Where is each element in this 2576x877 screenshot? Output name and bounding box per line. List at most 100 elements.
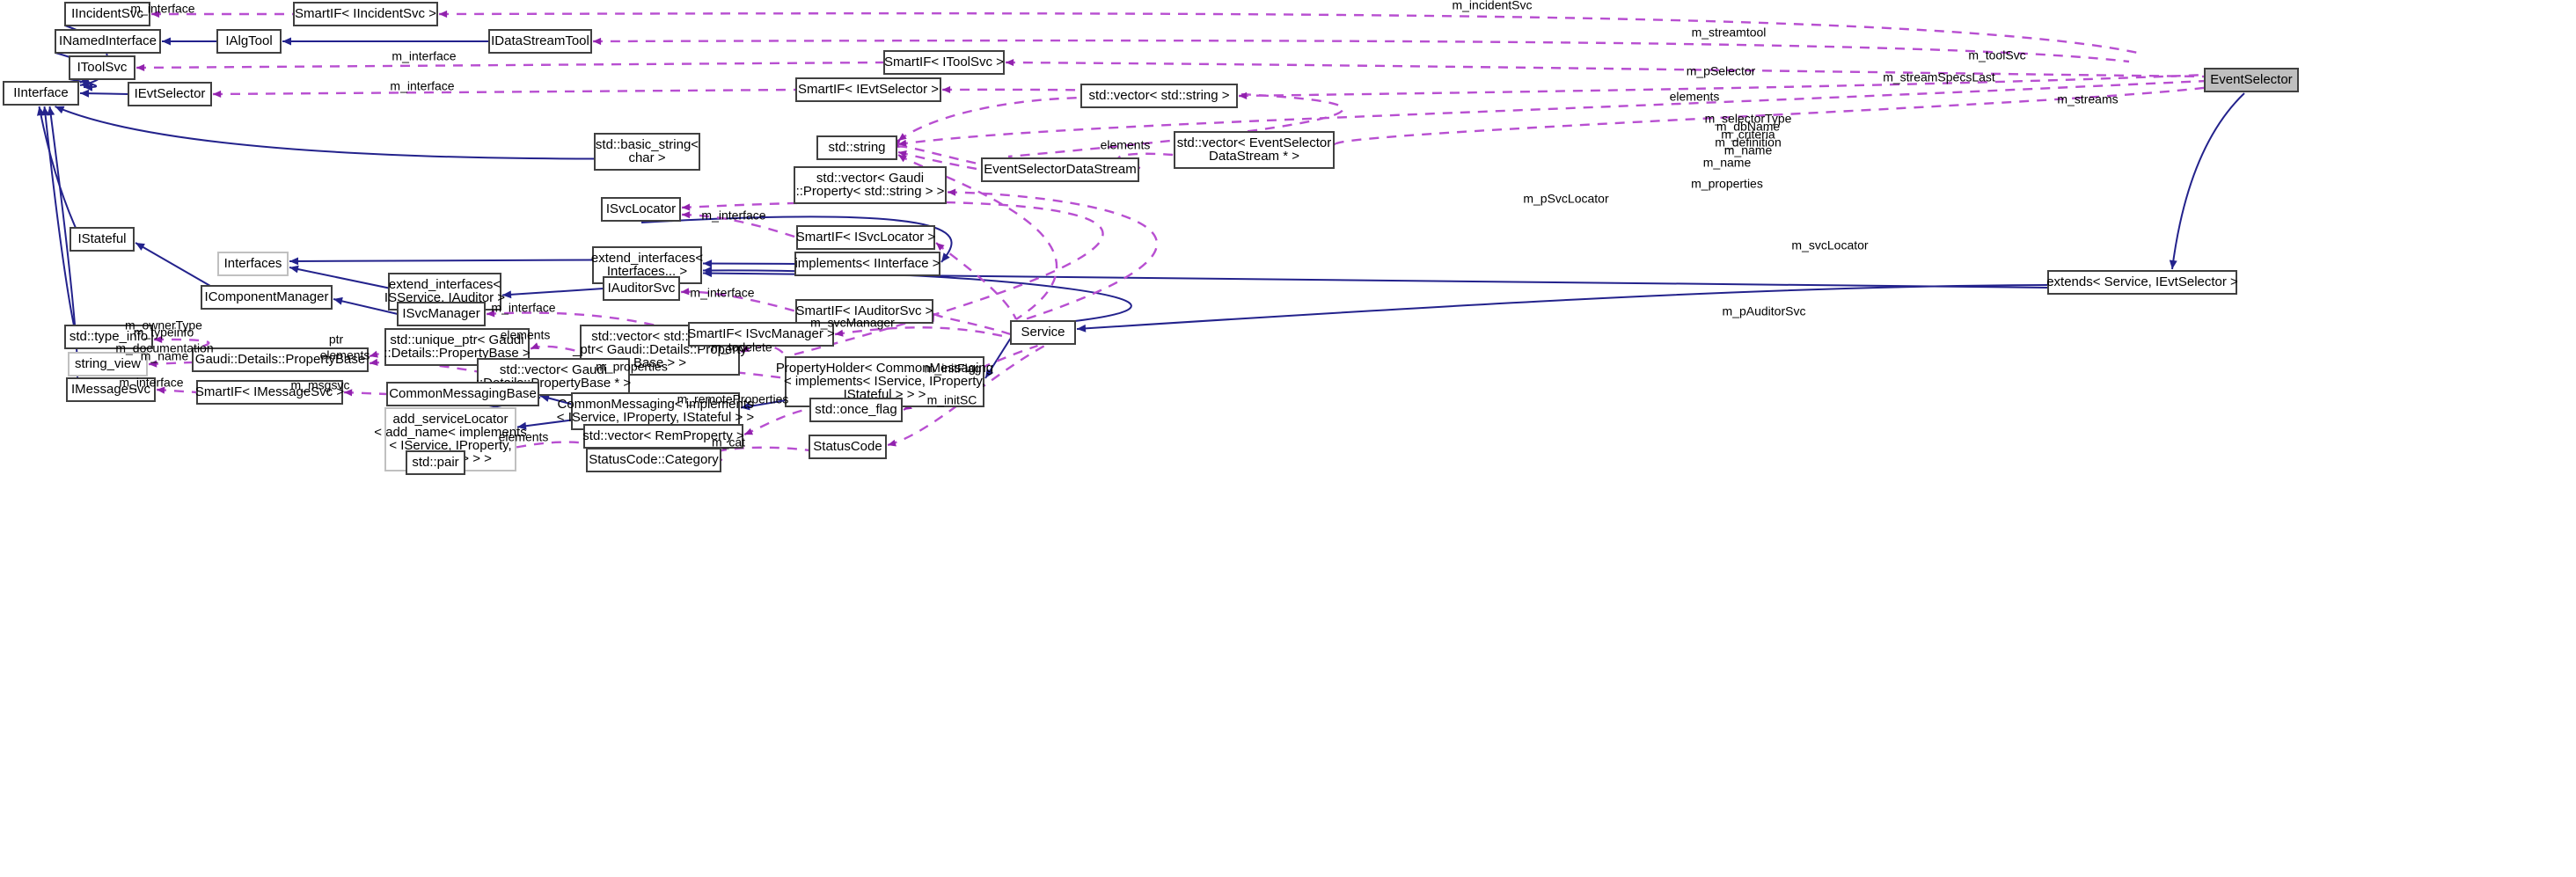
class-node[interactable]: SmartIF< IToolSvc > [883, 50, 1005, 75]
class-node[interactable]: std::pair [406, 450, 465, 475]
node-rect [1080, 84, 1238, 108]
class-node[interactable]: INamedInterface [55, 29, 161, 54]
class-node[interactable]: std::vector< RemProperty > [582, 424, 744, 449]
node-label: extend_interfaces<ISService, IAuditor > [384, 277, 505, 305]
node-rect [196, 380, 343, 405]
class-node[interactable]: IEvtSelector [128, 82, 212, 106]
node-label: IIncidentSvc [71, 6, 143, 21]
class-node[interactable]: IInterface [3, 81, 79, 106]
class-node[interactable]: SmartIF< IMessageSvc > [195, 380, 344, 405]
node-rect [809, 398, 903, 422]
node-rect [603, 276, 680, 301]
class-node[interactable]: IMessageSvc [66, 377, 156, 402]
arrowhead [149, 360, 157, 368]
edge [896, 145, 983, 166]
arrowhead [154, 335, 163, 343]
edge [592, 39, 2130, 63]
node-label: std::vector< RemProperty > [582, 428, 744, 443]
arrowhead [282, 37, 291, 46]
class-node[interactable]: std::string [816, 135, 897, 160]
node-label: IComponentManager [205, 289, 329, 304]
node-label: SmartIF< IToolSvc > [884, 55, 1004, 69]
arrowhead [985, 369, 994, 378]
class-node[interactable]: std::vector< Gaudi::Property< std::strin… [794, 166, 947, 204]
edge [438, 12, 2139, 55]
class-node[interactable]: implements< IInterface > [794, 252, 940, 276]
class-node[interactable]: ISvcLocator [601, 197, 681, 222]
class-node[interactable]: ISvcManager [397, 302, 486, 326]
node-rect [583, 424, 743, 449]
node-rect [594, 133, 700, 171]
arrowhead [80, 79, 90, 88]
class-node[interactable]: SmartIF< ISvcManager > [687, 322, 835, 347]
edge-label: elements [501, 328, 551, 342]
class-node[interactable]: EventSelector [2204, 68, 2299, 92]
class-node[interactable]: SmartIF< IAuditorSvc > [795, 299, 933, 324]
class-node[interactable]: std::vector< std::string > [1080, 84, 1238, 108]
class-node[interactable]: IComponentManager [201, 285, 333, 310]
class-node[interactable]: IDataStreamTool [488, 29, 592, 54]
node-rect [586, 448, 721, 472]
arrowhead [888, 439, 896, 447]
class-node[interactable]: StatusCode [809, 435, 887, 459]
edge [289, 259, 594, 262]
node-rect [2204, 68, 2299, 92]
class-node[interactable]: Gaudi::Details::PropertyBase [192, 347, 369, 372]
class-node[interactable]: std::basic_string<char > [594, 133, 700, 171]
node-rect [688, 322, 834, 347]
class-node[interactable]: Interfaces [217, 252, 289, 276]
class-node[interactable]: StatusCode::Category [586, 448, 721, 472]
node-label: CommonMessaging< implements< IService, I… [557, 397, 755, 425]
class-node[interactable]: extends< Service, IEvtSelector > [2046, 270, 2238, 295]
edge-label: m_interface [392, 49, 456, 63]
arrowhead [593, 37, 602, 46]
edge-label: m_pSelector [1687, 64, 1756, 78]
class-node[interactable]: SmartIF< IIncidentSvc > [293, 2, 438, 26]
arrowhead [162, 37, 171, 46]
class-node[interactable]: SmartIF< IEvtSelector > [795, 77, 941, 102]
edge [43, 106, 75, 326]
edge [55, 106, 597, 160]
node-label: CommonMessagingBase [389, 386, 537, 401]
edge-label: m_dbName [1716, 120, 1781, 134]
class-node[interactable]: IToolSvc [69, 55, 135, 80]
edge [465, 441, 589, 464]
arrowhead [936, 243, 945, 252]
edge [2171, 92, 2245, 270]
class-node[interactable]: IStateful [70, 227, 135, 252]
class-node[interactable]: SmartIF< ISvcLocator > [796, 225, 936, 250]
class-node[interactable]: IAlgTool [216, 29, 282, 54]
edge [1076, 284, 2049, 330]
arrowhead [1077, 324, 1087, 333]
node-label: std::unique_ptr< Gaudi::Details::Propert… [384, 333, 531, 361]
edge-label: m_properties [596, 360, 668, 374]
node-label: SmartIF< IMessageSvc > [195, 384, 344, 399]
class-node[interactable]: std::type_info [64, 325, 153, 349]
class-node[interactable]: Service [1010, 320, 1076, 345]
edge-label: m_svcLocator [1791, 238, 1868, 252]
edge [38, 106, 77, 229]
class-node[interactable]: CommonMessagingBase [386, 382, 539, 406]
arrowhead [213, 90, 222, 98]
node-label: IAuditorSvc [608, 281, 676, 296]
class-node[interactable]: std::unique_ptr< Gaudi::Details::Propert… [384, 328, 531, 366]
class-node[interactable]: EventSelectorDataStream [981, 157, 1139, 182]
node-rect [2047, 270, 2237, 295]
node-rect [795, 77, 941, 102]
edge-label: m_interface [701, 208, 765, 223]
node-rect [981, 157, 1139, 182]
edge-label: ptr [329, 333, 344, 347]
node-label: extends< Service, IEvtSelector > [2046, 274, 2238, 289]
arrowhead [942, 85, 951, 93]
edge-label: m_properties [1691, 177, 1763, 191]
node-rect [601, 197, 681, 222]
class-node[interactable]: string_view [68, 352, 148, 376]
class-node[interactable]: IAuditorSvc [603, 276, 680, 301]
node-rect [64, 2, 150, 26]
class-node[interactable]: add_serviceLocator< add_name< implements… [374, 407, 527, 471]
node-label: SmartIF< IAuditorSvc > [796, 303, 933, 318]
class-node[interactable]: IIncidentSvc [64, 2, 150, 26]
class-node[interactable]: std::once_flag [809, 398, 903, 422]
edge [897, 96, 1087, 142]
